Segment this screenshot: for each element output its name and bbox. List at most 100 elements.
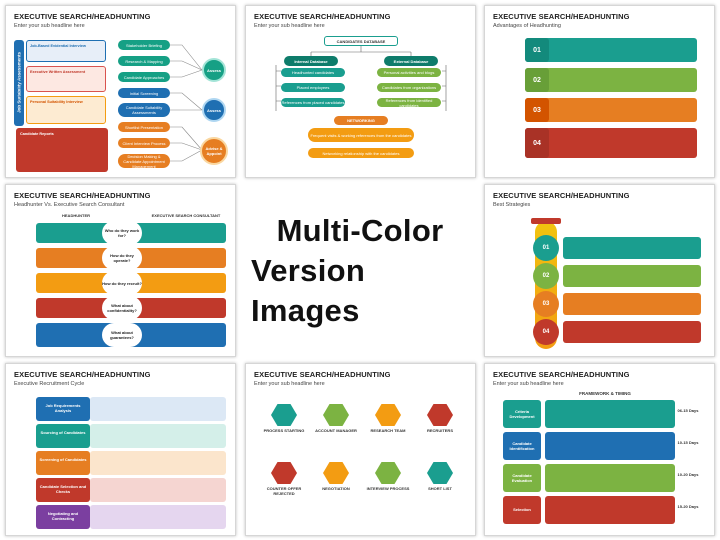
thumbnail-card-2[interactable]: EXECUTIVE SEARCH/HEADHUNTING Enter your …: [245, 5, 476, 178]
internal-item-3: References from placed candidates: [281, 98, 345, 107]
question-4: What about confidentiality?: [102, 296, 142, 320]
hex-research-team: [375, 404, 401, 426]
question-5: What about guarantees?: [102, 323, 142, 347]
side-label-bar: [14, 40, 24, 126]
hub-advise: Advise & Appoint: [200, 137, 228, 165]
cycle-step-4: Candidate Selection and Checks: [36, 478, 90, 502]
slide-title: EXECUTIVE SEARCH/HEADHUNTING: [14, 370, 151, 379]
slide-subtitle: Enter your sub headline here: [254, 381, 325, 387]
hex-process-starting: [271, 404, 297, 426]
hex-label-7: INTERVIEW PROCESS: [366, 486, 410, 491]
strategy-row-1: [563, 237, 701, 259]
cycle-step-1: Job Requirements Analysis: [36, 397, 90, 421]
left-panel-4: Candidate Reports: [16, 128, 108, 172]
left-panel-1: Job-Based Evidential Interview: [26, 40, 106, 62]
step-pill-3: Candidate Approaches: [118, 72, 170, 82]
hex-label-8: SHORT LIST: [428, 486, 452, 491]
slide-title: EXECUTIVE SEARCH/HEADHUNTING: [493, 12, 630, 21]
internal-item-2: Placed employees: [281, 83, 345, 92]
fw-row-body-1: [545, 400, 675, 428]
fw-row-label-3: Candidate Evaluation: [503, 464, 541, 492]
advantage-num-4: 04: [525, 128, 549, 158]
slide-subtitle: Enter your sub headline here: [493, 381, 564, 387]
advantage-row-3: [525, 98, 697, 122]
external-item-3: References from identified candidates: [377, 98, 441, 108]
center-heading: Multi-Color Version Images: [251, 199, 469, 342]
hub-assess-2: Assess: [202, 98, 226, 122]
external-item-1: Personal activities and blogs: [377, 68, 441, 77]
fw-row-body-4: [545, 496, 675, 524]
slide-title: EXECUTIVE SEARCH/HEADHUNTING: [14, 191, 151, 200]
advantage-num-2: 02: [525, 68, 549, 92]
thumbnail-card-3[interactable]: EXECUTIVE SEARCH/HEADHUNTING Advantages …: [484, 5, 715, 178]
cycle-desc-3: [90, 451, 226, 475]
cycle-step-2: Sourcing of Candidates: [36, 424, 90, 448]
hex-label-3: RESEARCH TEAM: [370, 428, 406, 433]
slide-subtitle: Enter your sub headline here: [254, 23, 325, 29]
step-pill-6: Shortlist Presentation: [118, 122, 170, 132]
step-pill-2: Research & Mapping: [118, 56, 170, 66]
cycle-step-5: Negotiating and Contracting: [36, 505, 90, 529]
left-panel-3: Personal Suitability Interview: [26, 96, 106, 124]
step-pill-4: Initial Screening: [118, 88, 170, 98]
external-head: External Database: [384, 56, 438, 66]
fw-row-body-3: [545, 464, 675, 492]
left-panel-2: Executive Written Assessment: [26, 66, 106, 92]
slide-title: EXECUTIVE SEARCH/HEADHUNTING: [254, 370, 391, 379]
strategy-num-2: 02: [533, 263, 559, 289]
strategy-num-1: 01: [533, 235, 559, 261]
slide-title: EXECUTIVE SEARCH/HEADHUNTING: [493, 191, 630, 200]
question-2: How do they operate?: [102, 246, 142, 270]
framework-heading: FRAMEWORK & TIMING: [579, 391, 631, 396]
strategy-num-3: 03: [533, 291, 559, 317]
hex-recruiters: [427, 404, 453, 426]
fw-days-2: 10-15 Days: [677, 440, 699, 445]
thumbnail-card-6[interactable]: EXECUTIVE SEARCH/HEADHUNTING Executive R…: [5, 363, 236, 536]
networking-head: NETWORKING: [334, 116, 388, 125]
step-pill-5: Candidate Suitability Assessments: [118, 103, 170, 117]
thumbnail-card-4[interactable]: EXECUTIVE SEARCH/HEADHUNTING Headhunter …: [5, 184, 236, 357]
fw-row-label-2: Candidate Identification: [503, 432, 541, 460]
cycle-desc-4: [90, 478, 226, 502]
hex-label-4: RECRUITERS: [426, 428, 453, 433]
fw-days-1: 06-15 Days: [677, 408, 699, 413]
slide-subtitle: Enter your sub headline here: [14, 23, 85, 29]
side-label: Job Suitability Assessments: [17, 51, 22, 113]
thumbnail-card-8[interactable]: EXECUTIVE SEARCH/HEADHUNTING Enter your …: [484, 363, 715, 536]
hex-short-list: [427, 462, 453, 484]
center-line-1: Multi-Color: [276, 212, 444, 248]
hex-label-6: NEGOTIATION: [322, 486, 350, 491]
slide-subtitle: Advantages of Headhunting: [493, 23, 561, 29]
cycle-step-3: Screening of Candidates: [36, 451, 90, 475]
hex-interview: [375, 462, 401, 484]
strategy-num-4: 04: [533, 319, 559, 345]
slide-subtitle: Executive Recruitment Cycle: [14, 381, 85, 387]
headhunter-head: HEADHUNTER: [62, 213, 90, 218]
slide-title: EXECUTIVE SEARCH/HEADHUNTING: [254, 12, 391, 21]
cycle-desc-2: [90, 424, 226, 448]
advantage-row-1: [525, 38, 697, 62]
question-3: How do they recruit?: [102, 271, 142, 295]
internal-item-1: Headhunted candidates: [281, 68, 345, 77]
strategy-row-4: [563, 321, 701, 343]
advantage-num-1: 01: [525, 38, 549, 62]
center-line-2: Version Images: [251, 252, 366, 328]
fw-row-body-2: [545, 432, 675, 460]
question-1: Who do they work for?: [102, 221, 142, 245]
thumbnail-card-1[interactable]: EXECUTIVE SEARCH/HEADHUNTING Enter your …: [5, 5, 236, 178]
slide-title: EXECUTIVE SEARCH/HEADHUNTING: [14, 12, 151, 21]
networking-item-1: Frequent visits & working references fro…: [308, 128, 414, 142]
hex-label-2: ACCOUNT MANAGER: [315, 428, 357, 433]
hex-negotiation: [323, 462, 349, 484]
cycle-desc-5: [90, 505, 226, 529]
advantage-num-3: 03: [525, 98, 549, 122]
hex-label-5: COUNTER OFFER REJECTED: [266, 486, 302, 496]
internal-head: Internal Database: [284, 56, 338, 66]
thumbnail-card-7[interactable]: EXECUTIVE SEARCH/HEADHUNTING Enter your …: [245, 363, 476, 536]
step-pill-8: Decision Making & Candidate Appointment …: [118, 154, 170, 169]
tree-lines: [275, 46, 447, 124]
fw-row-label-4: Selection: [503, 496, 541, 524]
fw-days-3: 10-20 Days: [677, 472, 699, 477]
thumbnail-card-5[interactable]: EXECUTIVE SEARCH/HEADHUNTING Best Strate…: [484, 184, 715, 357]
